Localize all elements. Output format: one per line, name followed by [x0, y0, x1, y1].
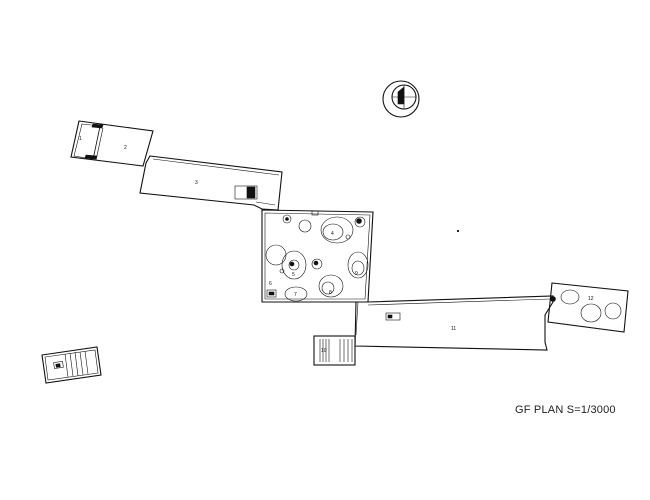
survey-point — [456, 229, 460, 233]
central-hall — [261, 209, 374, 303]
room-label: 12 — [588, 296, 594, 302]
separate-building — [41, 346, 102, 384]
room-11-corridor — [354, 295, 554, 351]
room-10-stair — [313, 335, 356, 366]
room-label: 7 — [294, 292, 297, 298]
room-label: 9 — [355, 271, 358, 277]
room-label: 5 — [292, 272, 295, 278]
room-label: 2 — [124, 145, 127, 151]
room-label: 3 — [195, 180, 198, 186]
room-label: 6 — [269, 281, 272, 287]
room-label: 8 — [329, 290, 332, 296]
room-label: 11 — [451, 326, 456, 332]
plan-caption: GF PLAN S=1/3000 — [515, 404, 616, 416]
building-1-2 — [70, 120, 154, 167]
room-12 — [547, 282, 629, 333]
north-arrow-icon — [382, 80, 420, 118]
room-label: 1 — [79, 136, 82, 142]
room-label: 10 — [321, 348, 327, 354]
room-label: 4 — [331, 231, 334, 237]
room-3-corridor — [139, 155, 283, 211]
